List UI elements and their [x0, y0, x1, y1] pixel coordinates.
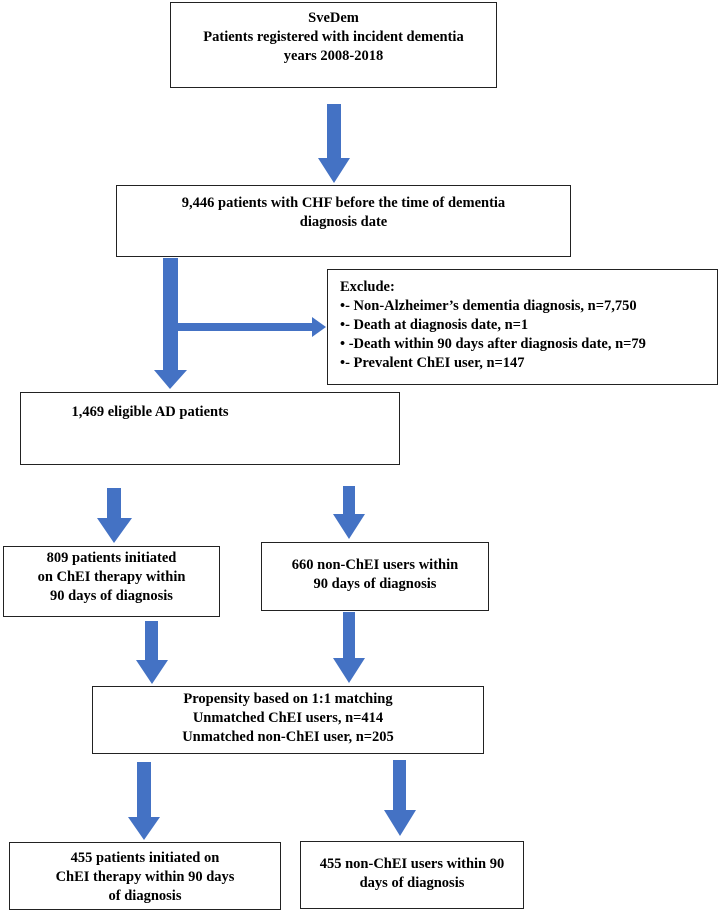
exclude-heading: Exclude:	[340, 279, 395, 295]
exclude-item-non-alzheimer: •- Non-Alzheimer’s dementia diagnosis, n…	[340, 298, 637, 314]
chei-initiated-line-2: on ChEI therapy within	[37, 569, 186, 585]
chf-patients-box: 9,446 patients with CHF before the time …	[116, 185, 571, 257]
matched-chei-line-1: 455 patients initiated on	[70, 850, 220, 866]
arrow-non-chei-to-propensity	[333, 612, 365, 683]
exclude-item-death-at-diagnosis: •- Death at diagnosis date, n=1	[340, 317, 529, 333]
arrow-chei-initiated-to-propensity	[136, 621, 168, 684]
matched-chei-box: 455 patients initiated on ChEI therapy w…	[9, 842, 281, 910]
chf-line-1: 9,446 patients with CHF before the time …	[181, 195, 506, 211]
matched-non-chei-box: 455 non-ChEI users within 90 days of dia…	[300, 841, 524, 909]
arrow-svedem-to-chf	[318, 104, 350, 183]
matched-non-chei-line-2: days of diagnosis	[359, 875, 465, 891]
chf-line-2: diagnosis date	[299, 214, 388, 230]
chei-initiated-box: 809 patients initiated on ChEI therapy w…	[3, 546, 220, 617]
non-chei-users-box: 660 non-ChEI users within 90 days of dia…	[261, 542, 489, 611]
eligible-ad-patients-box: 1,469 eligible AD patients	[20, 392, 400, 465]
arrow-chf-to-eligible	[154, 258, 187, 389]
chei-initiated-line-3: 90 days of diagnosis	[50, 588, 173, 604]
svedem-box: SveDem Patients registered with incident…	[170, 2, 497, 88]
arrow-group	[97, 104, 416, 840]
arrow-eligible-to-non-chei	[333, 486, 365, 539]
eligible-line-1: 1,469 eligible AD patients	[71, 404, 229, 420]
arrow-eligible-to-chei-initiated	[97, 488, 132, 543]
non-chei-line-1: 660 non-ChEI users within	[291, 557, 459, 573]
matched-non-chei-line-1: 455 non-ChEI users within 90	[319, 856, 505, 872]
arrow-propensity-to-matched-chei	[128, 762, 160, 840]
propensity-line-1: Propensity based on 1:1 matching	[183, 691, 393, 707]
exclusion-criteria-box: Exclude: •- Non-Alzheimer’s dementia dia…	[327, 269, 718, 385]
chei-initiated-line-1: 809 patients initiated	[46, 550, 177, 566]
matched-chei-line-2: ChEI therapy within 90 days	[55, 869, 235, 885]
propensity-line-3: Unmatched non-ChEI user, n=205	[182, 729, 394, 745]
propensity-matching-box: Propensity based on 1:1 matching Unmatch…	[92, 686, 484, 754]
svedem-line-1: SveDem	[308, 10, 359, 26]
arrow-to-exclude	[178, 317, 326, 337]
propensity-line-2: Unmatched ChEI users, n=414	[192, 710, 384, 726]
non-chei-line-2: 90 days of diagnosis	[313, 576, 437, 592]
arrow-propensity-to-matched-non-chei	[384, 760, 416, 836]
svedem-line-2: Patients registered with incident dement…	[203, 29, 464, 45]
svedem-line-3: years 2008-2018	[283, 48, 384, 64]
exclude-item-death-within-90-days: • -Death within 90 days after diagnosis …	[340, 336, 646, 352]
matched-chei-line-3: of diagnosis	[108, 888, 182, 904]
exclude-item-prevalent-chei-user: •- Prevalent ChEI user, n=147	[340, 355, 525, 371]
